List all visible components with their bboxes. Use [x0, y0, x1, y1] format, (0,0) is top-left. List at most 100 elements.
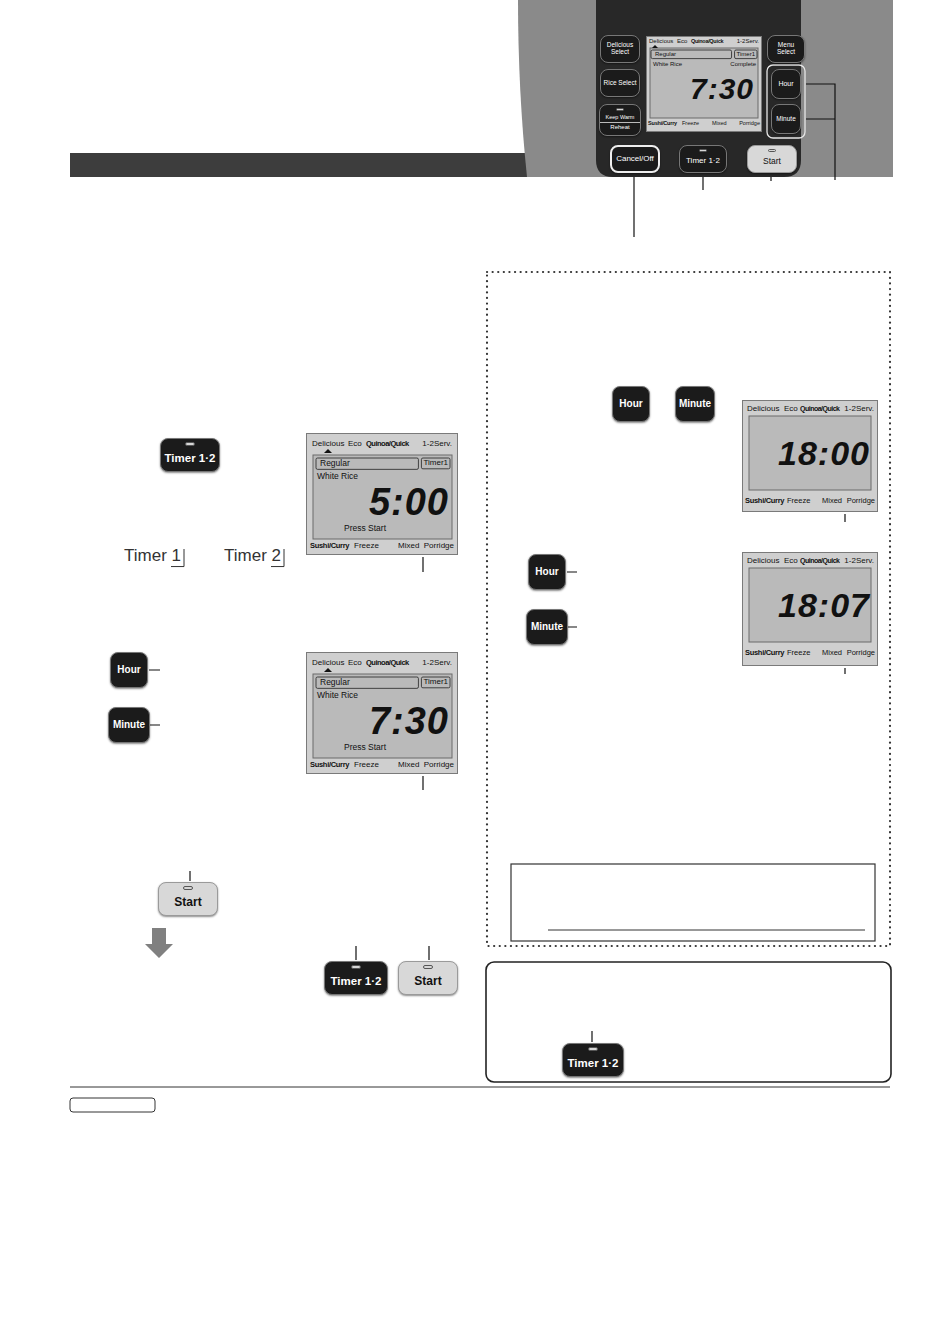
time-readout: 18:07: [778, 588, 870, 622]
lcd-display: DeliciousEcoQuinoa/Quick1-2Serv.18:00Sus…: [742, 400, 878, 512]
button-label: Keep Warm: [606, 115, 635, 121]
mode-frame: [651, 50, 732, 59]
display-text: Timer1: [423, 678, 448, 687]
display-text: Mixed: [822, 649, 842, 657]
lcd-screen: [749, 416, 871, 490]
display-text: Delicious: [747, 405, 779, 414]
display-text: Regular: [320, 678, 350, 687]
leader-line: [591, 1031, 592, 1042]
control-button: Minute: [771, 104, 801, 134]
display-text: Mixed: [398, 761, 419, 770]
display-text: 1-2Serv.: [422, 659, 452, 668]
control-button: Timer 1·2: [324, 961, 388, 995]
button-label: Hour: [619, 399, 642, 410]
timer-label: Timer 1: [124, 546, 181, 566]
display-text: Porridge: [424, 761, 454, 770]
button-label: Start: [763, 157, 781, 166]
lcd-bezel: [647, 37, 762, 132]
display-text: Complete: [730, 61, 756, 68]
display-text: Freeze: [354, 542, 379, 551]
display-text: Eco: [677, 38, 687, 45]
lcd-bezel: [743, 401, 878, 512]
control-button: Cancel/Off: [610, 145, 660, 173]
control-button: Delicious Select: [600, 35, 640, 63]
indicator-led: [423, 965, 433, 969]
leader-line: [149, 670, 160, 725]
button-label: Reheat: [600, 122, 640, 130]
time-readout: 18:00: [778, 436, 870, 470]
indicator-led: [588, 1047, 598, 1051]
display-text: Eco: [348, 659, 362, 668]
menu-pointer: [652, 45, 658, 48]
lcd-bezel: [307, 434, 458, 555]
button-group-outline: [767, 65, 805, 138]
display-text: Regular: [655, 51, 676, 58]
time-readout: 5:00: [369, 483, 449, 521]
lcd-screen: [650, 48, 758, 118]
display-text: Timer1: [423, 459, 448, 468]
display-text: 1-2Serv.: [844, 557, 874, 566]
display-text: Mixed: [822, 497, 842, 505]
display-text: Sushi/Curry: [745, 497, 784, 505]
display-text: Quinoa/Quick: [691, 38, 723, 44]
display-text: 1-2Serv.: [422, 440, 452, 449]
button-label: Minute: [776, 116, 796, 123]
display-text: Quinoa/Quick: [800, 405, 840, 413]
control-button: Rice Select: [600, 69, 640, 97]
timer-label: Timer 2: [224, 546, 281, 566]
control-button: Minute: [675, 386, 715, 422]
display-text: Freeze: [682, 120, 699, 126]
button-label: Rice Select: [604, 80, 637, 87]
display-text: Freeze: [787, 497, 810, 505]
timer-frame: [735, 50, 757, 59]
display-text: Porridge: [739, 120, 760, 126]
leader-bracket: [806, 84, 835, 180]
control-button: Start: [398, 961, 458, 995]
control-button: Hour: [528, 554, 566, 590]
lcd-display: DeliciousEcoQuinoa/Quick1-2Serv.RegularT…: [306, 652, 458, 774]
leader-line: [356, 946, 429, 960]
lcd-screen: [749, 568, 871, 642]
display-text: 1-2Serv.: [737, 38, 759, 45]
button-label: Start: [174, 896, 201, 909]
button-label: Start: [414, 975, 441, 988]
leader-line: [702, 177, 703, 190]
timer-frame: [421, 677, 450, 688]
display-text: Porridge: [847, 649, 875, 657]
button-label: Timer 1·2: [165, 452, 216, 464]
timer-frame: [421, 458, 450, 469]
display-text: Press Start: [344, 524, 386, 533]
button-label: Hour: [117, 665, 140, 676]
display-text: Freeze: [787, 649, 810, 657]
leader-line: [422, 776, 423, 790]
display-text: Mixed: [712, 120, 727, 126]
display-text: Sushi/Curry: [310, 542, 349, 550]
button-label: Menu Select: [768, 42, 804, 56]
display-text: Mixed: [398, 542, 419, 551]
note-tag: [70, 1098, 155, 1112]
control-button: Minute: [526, 609, 568, 645]
control-button: Minute: [108, 707, 150, 743]
lcd-display: DeliciousEcoQuinoa/Quick1-2Serv.18:07Sus…: [742, 552, 878, 666]
button-label: Minute: [531, 622, 563, 633]
display-text: Quinoa/Quick: [800, 557, 840, 565]
button-label: Hour: [535, 567, 558, 578]
indicator-led: [616, 108, 624, 111]
dotted-panel: [487, 272, 890, 946]
cooker-housing: [518, 0, 893, 177]
menu-pointer: [324, 449, 332, 453]
control-button: Timer 1·2: [160, 438, 220, 472]
button-label: Cancel/Off: [616, 155, 654, 163]
button-label: Timer 1·2: [568, 1057, 619, 1069]
leader-line: [189, 871, 190, 881]
display-text: Timer1: [737, 51, 755, 58]
lcd-bezel: [307, 653, 458, 774]
button-label: Delicious Select: [601, 42, 639, 56]
display-text: Sushi/Curry: [310, 761, 349, 769]
lcd-screen: [313, 455, 452, 539]
button-label: Timer 1·2: [331, 975, 382, 987]
button-label: Timer 1·2: [686, 157, 720, 165]
display-text: Regular: [320, 459, 350, 468]
down-arrow: [145, 928, 173, 958]
leader-line: [422, 557, 423, 572]
